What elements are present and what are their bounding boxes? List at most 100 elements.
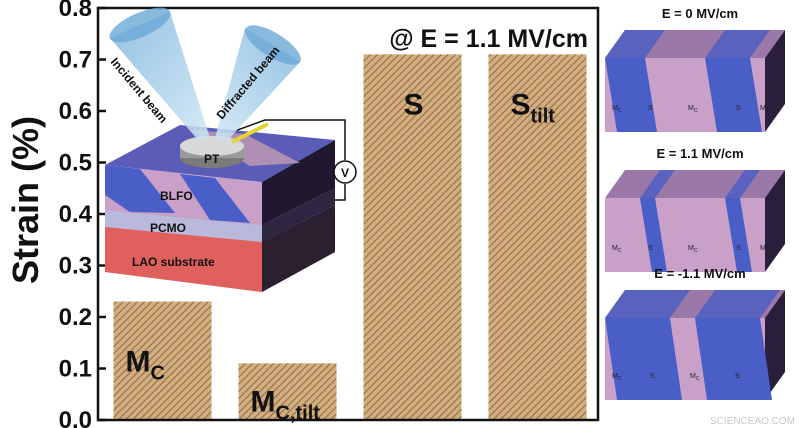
diffracted-beam-end [245,25,301,65]
bar-label: MC [126,346,165,385]
y-tick-label: 0.0 [59,407,92,428]
domain-stripe [695,318,772,400]
y-tick-label: 0.1 [59,356,92,383]
bar-label: Stilt [511,88,556,127]
pcmo-front [105,210,262,242]
domain-stripe [605,58,657,132]
incident-beam [110,12,210,140]
phase-label-main: S [736,105,741,112]
phase-label-main: M [690,373,696,380]
y-tick-label: 0.3 [59,253,92,280]
phase-label-main: M [688,105,694,112]
phase-label-main: S [650,373,655,380]
domain-stripe [640,198,667,272]
bar-label-sub: C [151,363,165,385]
phase-label-main: M [612,373,618,380]
y-tick-label: 0.4 [59,201,93,228]
block-side [765,30,785,132]
y-tick-label: 0.6 [59,98,92,125]
phase-label: S [736,105,741,112]
bar-label-main: M [126,346,151,379]
bar [488,54,587,420]
phase-label: MC [612,245,622,254]
bar [113,301,212,420]
block-side [765,170,785,272]
blfo-stripe-2 [180,174,250,223]
phase-label: MC [688,245,698,254]
probe-tip [231,122,269,144]
layer-label-blfo: BLFO [160,189,193,203]
bar [363,54,462,420]
domain-stripe-top [605,290,690,318]
phase-label: MC [690,373,700,382]
blfo-side [262,140,335,225]
bar-label-main: M [251,385,276,418]
phase-label-sub: C [618,248,622,254]
panel-title: E = 1.1 MV/cm [656,146,743,161]
phase-label-sub: C [694,248,698,254]
domain-stripe-top [695,290,780,318]
phase-label-main: S [648,105,653,112]
phase-label-main: S [648,245,653,252]
phase-label: MC [760,245,770,254]
lao-front [105,227,262,292]
phase-label-main: M [688,245,694,252]
block-top [605,170,785,198]
phase-label: MC [612,105,622,114]
electrode-label: PT [204,152,220,166]
domain-stripe [725,198,752,272]
y-tick-label: 0.5 [59,150,92,177]
domain-stripe [705,58,762,132]
bar-label-main: S [511,88,531,121]
panel-title: E = -1.1 MV/cm [654,266,745,281]
domain-stripe-top [605,30,665,58]
circuit-wire [231,119,346,160]
y-tick-label: 0.2 [59,304,92,331]
domain-stripe-top [705,30,770,58]
field-annotation: @ E = 1.1 MV/cm [389,25,588,53]
phase-label-sub: C [766,108,770,114]
domain-stripe-top [725,170,760,198]
phase-label: MC [760,105,770,114]
plot-frame [96,6,600,422]
y-tick-label: 0.8 [59,0,92,22]
phase-label-sub: C [694,108,698,114]
circuit-wire-2 [335,184,346,201]
phase-label: MC [688,105,698,114]
watermark: SCIENCEAO.COM [710,416,795,427]
bar [238,363,337,420]
blfo-stripe-1 [105,165,175,213]
phase-label: S [648,245,653,252]
phase-label-main: M [612,105,618,112]
phase-label-sub: C [766,248,770,254]
bar-label-sub: tilt [531,105,556,127]
block-side [765,290,785,400]
phase-label-main: S [735,373,740,380]
phase-label-sub: C [618,376,622,382]
phase-label: MC [612,373,622,382]
layer-label-lao: LAO substrate [132,255,215,269]
phase-label-main: M [760,245,766,252]
phase-label: S [648,105,653,112]
domain-stripe-top [640,170,675,198]
lao-side [262,205,335,292]
phase-label-sub: C [618,108,622,114]
y-tick-label: 0.7 [59,47,92,74]
voltmeter-label: V [341,166,349,180]
phase-label-main: M [760,105,766,112]
pcmo-side [262,188,335,242]
electrode-top [180,136,244,156]
phase-label: S [736,245,741,252]
phase-label-main: S [736,245,741,252]
layer-label-pcmo: PCMO [150,221,186,235]
phase-label-sub: C [696,376,700,382]
phase-label-main: M [612,245,618,252]
bar-label: S [404,88,424,121]
incident-beam-end [109,7,171,43]
inset-schematic: PT V Incident beam Diffracted beam BLFO … [105,7,357,292]
voltmeter-icon [333,160,357,184]
